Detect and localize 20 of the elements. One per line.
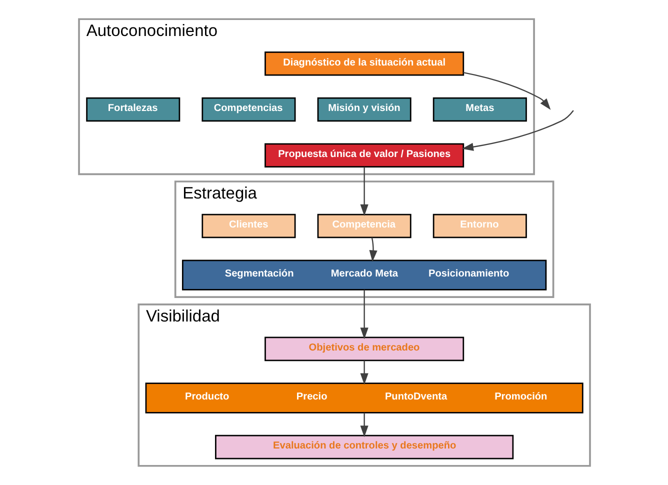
arrow	[360, 290, 368, 340]
arrow	[360, 360, 368, 385]
arrow	[368, 238, 377, 262]
node-box: Producto Precio PuntoDventa Promoción	[144, 382, 583, 414]
node-box: Clientes	[201, 214, 296, 238]
node-box: Propuesta única de valor / Pasiones	[264, 143, 464, 168]
arrow	[461, 110, 574, 151]
node-box: Entorno	[432, 214, 526, 238]
node-box: Competencia	[316, 214, 411, 238]
node-box: Evaluación de controles y desempeño	[214, 434, 514, 460]
arrow	[360, 167, 368, 216]
node-box: Misión y visión	[316, 97, 411, 122]
node-box: Diagnóstico de la situación actual	[264, 51, 464, 76]
node-box: Metas	[432, 97, 526, 122]
node-box: Objetivos de mercadeo	[264, 336, 464, 362]
node-box: Segmentación Mercado Meta Posicionamiento	[181, 260, 546, 290]
arrow	[462, 72, 550, 110]
node-box: Competencias	[201, 97, 296, 122]
arrow	[360, 412, 368, 438]
node-box: Fortalezas	[86, 97, 180, 122]
